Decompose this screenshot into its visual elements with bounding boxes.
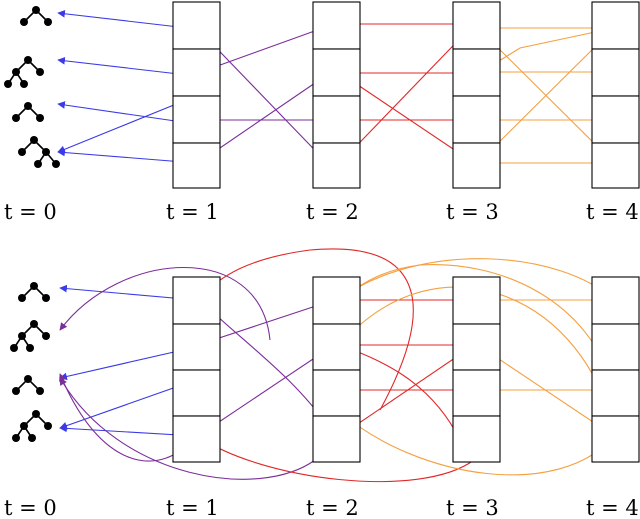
- bottom-cell-t3-3: [452, 415, 501, 463]
- bottom-edge-t2: [197, 299, 335, 347]
- top-edges: [57, 9, 615, 171]
- top-label-t4: t = 4: [586, 200, 639, 224]
- binary-tree-icon: [12, 102, 44, 122]
- top-stack-t1: [172, 1, 221, 189]
- bottom-cell-t2-1: [312, 323, 361, 371]
- top-label-t0: t = 0: [4, 200, 57, 224]
- bottom-edge-t3: [197, 248, 414, 411]
- bottom-edge-t3: [197, 435, 475, 483]
- bottom-edge-t2: [59, 377, 316, 480]
- bottom-edge-t2: [197, 344, 335, 437]
- top-panel: t = 0 t = 1 t = 2 t = 3 t = 4: [4, 1, 640, 224]
- bottom-label-t3: t = 3: [446, 496, 499, 519]
- binary-tree-icon: [4, 56, 44, 88]
- top-edge-t2: [197, 28, 335, 171]
- bottom-trees: [10, 282, 52, 442]
- top-cell-t4-3: [591, 142, 640, 189]
- binary-tree-icon: [10, 320, 50, 352]
- top-edge-t3: [339, 23, 475, 164]
- bottom-cell-t4-1: [591, 323, 640, 371]
- bottom-cell-t2-0: [312, 276, 361, 325]
- top-cell-t4-1: [591, 48, 640, 97]
- bottom-label-t2: t = 2: [306, 496, 359, 519]
- top-edge-t3: [339, 72, 475, 164]
- bottom-stack-t2: [312, 276, 361, 463]
- binary-tree-icon: [18, 136, 60, 168]
- binary-tree-icon: [12, 375, 44, 395]
- bottom-cell-t2-2: [312, 369, 361, 417]
- bottom-label-t0: t = 0: [4, 496, 57, 519]
- top-cell-t2-1: [312, 48, 361, 97]
- top-stack-t4: [591, 1, 640, 189]
- top-edge-t4: [477, 27, 615, 164]
- bottom-edge-t3: [339, 344, 475, 437]
- bottom-cell-t3-1: [452, 323, 501, 371]
- top-cell-t3-0: [452, 1, 501, 50]
- top-cell-t3-1: [452, 48, 501, 97]
- binary-tree-icon: [18, 282, 50, 302]
- bottom-cell-t4-3: [591, 415, 640, 463]
- top-label-t2: t = 2: [306, 200, 359, 224]
- top-cell-t4-2: [591, 95, 640, 144]
- top-label-t1: t = 1: [166, 200, 219, 224]
- top-cell-t2-2: [312, 95, 361, 144]
- top-cell-t1-3: [172, 142, 221, 189]
- top-cell-t4-0: [591, 1, 640, 50]
- top-cell-t1-0: [172, 1, 221, 50]
- bottom-cell-t1-0: [172, 276, 221, 325]
- bottom-cell-t4-2: [591, 369, 640, 417]
- bottom-edge-t4: [337, 258, 615, 301]
- bottom-stack-t3: [452, 276, 501, 463]
- top-time-labels: t = 0 t = 1 t = 2 t = 3 t = 4: [4, 200, 639, 224]
- bottom-stack-t1: [172, 276, 221, 463]
- bottom-label-t4: t = 4: [586, 496, 639, 519]
- bottom-time-labels: t = 0 t = 1 t = 2 t = 3 t = 4: [4, 496, 639, 519]
- top-cell-t1-2: [172, 95, 221, 144]
- bottom-cell-t1-1: [172, 323, 221, 371]
- top-edge-t2: [197, 23, 335, 75]
- bottom-cell-t2-3: [312, 415, 361, 463]
- top-edge-t2: [197, 69, 335, 164]
- bottom-cell-t3-2: [452, 369, 501, 417]
- bottom-cell-t4-0: [591, 276, 640, 325]
- top-cell-t3-3: [452, 142, 501, 189]
- bottom-cell-t1-2: [172, 369, 221, 417]
- bottom-panel: t = 0 t = 1 t = 2 t = 3 t = 4: [4, 248, 640, 519]
- top-stack-t2: [312, 1, 361, 189]
- top-cell-t1-1: [172, 48, 221, 97]
- binary-tree-icon: [20, 6, 52, 26]
- bottom-cell-t3-0: [452, 276, 501, 325]
- bottom-edge-t4: [339, 411, 615, 476]
- bottom-edge-t2: [59, 267, 271, 341]
- bottom-label-t1: t = 1: [166, 496, 219, 519]
- top-label-t3: t = 3: [446, 200, 499, 224]
- bottom-cell-t1-3: [172, 415, 221, 463]
- top-cell-t3-2: [452, 95, 501, 144]
- top-stack-t3: [452, 1, 501, 189]
- bottom-stack-t4: [591, 276, 640, 463]
- bottom-edge-t4: [477, 344, 615, 437]
- top-trees: [4, 6, 60, 168]
- bottom-edge-t4: [339, 264, 615, 391]
- top-cell-t2-0: [312, 1, 361, 50]
- binary-tree-icon: [12, 410, 52, 442]
- top-cell-t2-3: [312, 142, 361, 189]
